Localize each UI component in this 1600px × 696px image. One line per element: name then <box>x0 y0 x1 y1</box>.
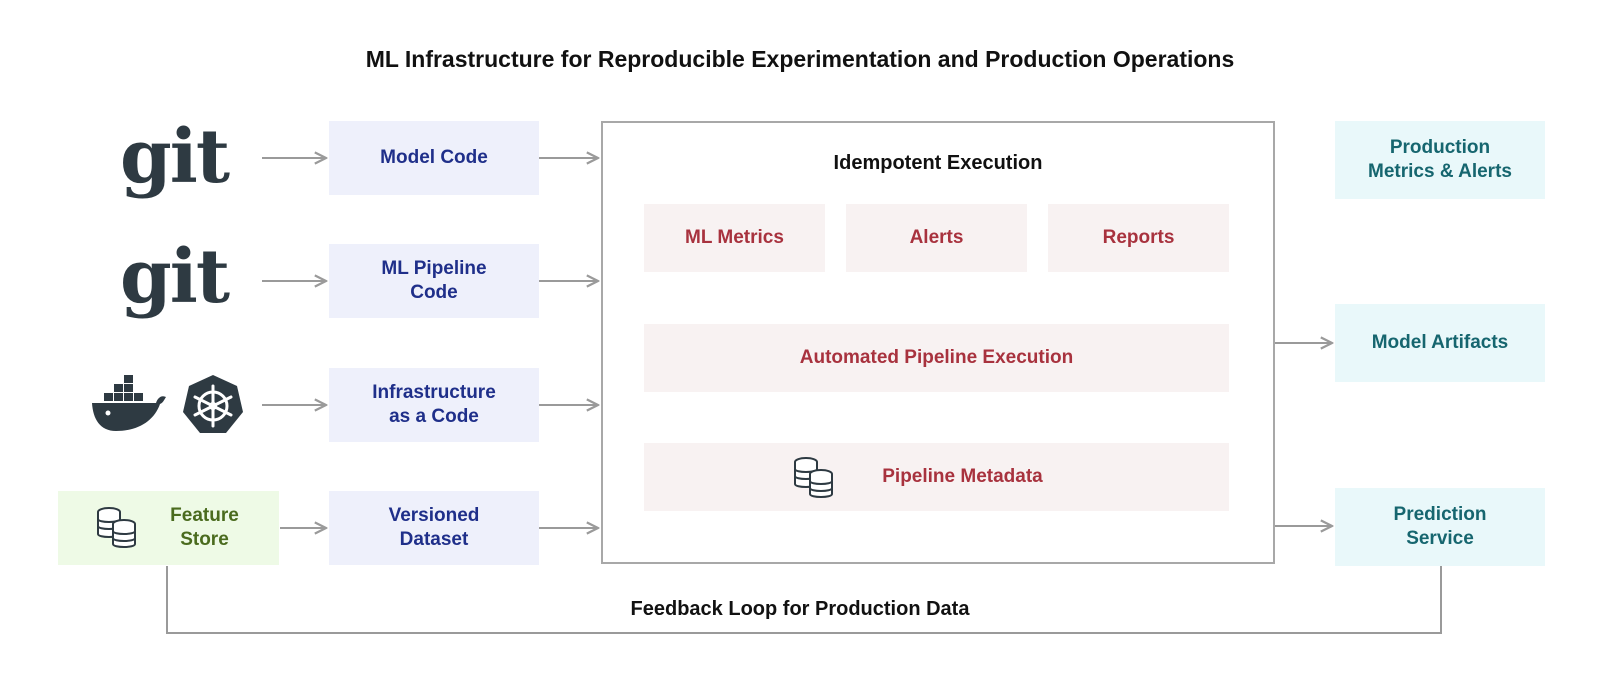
production-metrics-box: Production Metrics & Alerts <box>1335 121 1545 199</box>
feedback-loop-line <box>166 566 1442 634</box>
versioned-dataset-line1: Versioned <box>388 505 480 526</box>
idempotent-execution-title: Idempotent Execution <box>833 152 1043 174</box>
ml-pipeline-code-line1: ML Pipeline <box>381 258 487 279</box>
feature-store-label-line1: Feature <box>170 505 239 526</box>
ml-metrics-label: ML Metrics <box>685 227 784 248</box>
infrastructure-code-line2: as a Code <box>389 406 479 427</box>
reports-label: Reports <box>1102 227 1175 248</box>
ml-pipeline-code-line2: Code <box>410 282 458 303</box>
docker-icon <box>92 375 166 431</box>
feature-store-label-line2: Store <box>180 529 229 550</box>
prediction-service-box: Prediction Service <box>1335 488 1545 566</box>
pipeline-metadata-label: Pipeline Metadata <box>882 466 1043 487</box>
model-artifacts-box: Model Artifacts <box>1335 304 1545 382</box>
kubernetes-icon <box>183 375 243 433</box>
ml-metrics-box: ML Metrics <box>644 204 825 272</box>
model-code-label: Model Code <box>380 147 488 168</box>
reports-box: Reports <box>1048 204 1229 272</box>
alerts-label: Alerts <box>909 227 964 248</box>
diagram-title: ML Infrastructure for Reproducible Exper… <box>365 46 1235 72</box>
ml-pipeline-code-box: ML Pipeline Code <box>329 244 539 318</box>
git-logo: git <box>120 114 230 200</box>
automated-pipeline-label: Automated Pipeline Execution <box>799 347 1074 368</box>
pipeline-metadata-box: Pipeline Metadata <box>644 443 1229 511</box>
infrastructure-code-box: Infrastructure as a Code <box>329 368 539 442</box>
production-metrics-line2: Metrics & Alerts <box>1368 161 1512 182</box>
automated-pipeline-box: Automated Pipeline Execution <box>644 324 1229 392</box>
model-artifacts-label: Model Artifacts <box>1371 332 1509 353</box>
database-icon <box>794 457 833 498</box>
prediction-service-line1: Prediction <box>1393 504 1487 525</box>
production-metrics-line1: Production <box>1389 137 1491 158</box>
feature-store-box: Feature Store <box>58 491 279 565</box>
versioned-dataset-box: Versioned Dataset <box>329 491 539 565</box>
infrastructure-code-line1: Infrastructure <box>372 382 496 403</box>
versioned-dataset-line2: Dataset <box>399 529 469 550</box>
database-icon <box>97 507 136 548</box>
git-logo: git <box>120 234 230 320</box>
feedback-loop-label: Feedback Loop for Production Data <box>630 598 970 620</box>
alerts-box: Alerts <box>846 204 1027 272</box>
model-code-box: Model Code <box>329 121 539 195</box>
prediction-service-line2: Service <box>1406 528 1474 549</box>
